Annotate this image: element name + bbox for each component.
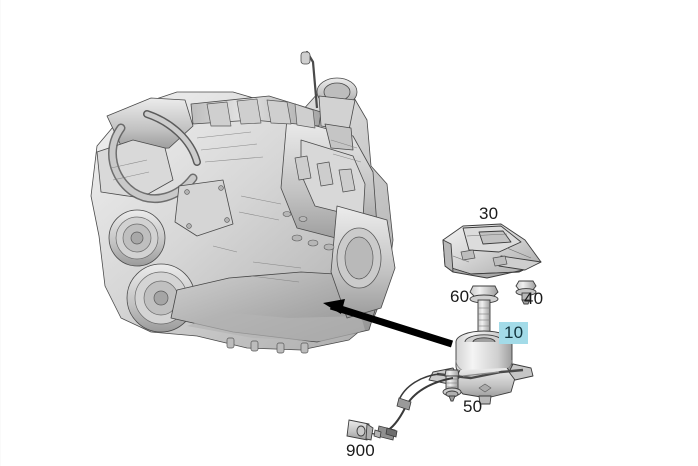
engine-mount-bracket-illustration — [442, 223, 542, 279]
vacuum-control-cable-illustration — [346, 373, 454, 441]
part-label-10[interactable]: 10 — [499, 322, 529, 344]
engine-assembly-illustration — [90, 50, 396, 354]
part-label-60[interactable]: 60 — [450, 287, 470, 306]
accessory-pulley-upper — [108, 209, 166, 267]
part-label-40[interactable]: 40 — [524, 289, 544, 308]
collar-stud-bolt-illustration — [442, 369, 462, 402]
hex-flange-nut-illustration — [515, 280, 537, 305]
mount-location-pointer-arrow — [323, 299, 454, 348]
part-label-50[interactable]: 50 — [463, 397, 483, 416]
part-label-900[interactable]: 900 — [346, 441, 375, 460]
part-label-30[interactable]: 30 — [479, 204, 499, 223]
